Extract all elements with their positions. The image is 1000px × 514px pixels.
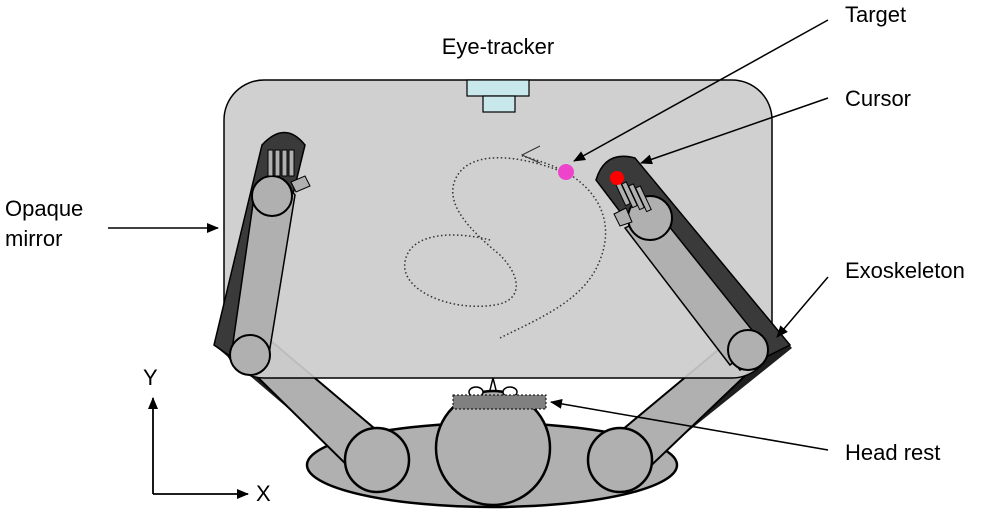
left-forearm-group: [213, 131, 311, 376]
cursor-label: Cursor: [845, 86, 911, 111]
eye-tracker-top: [466, 79, 530, 97]
right-thumb: [613, 207, 633, 227]
eye-tracker-label: Eye-tracker: [442, 34, 554, 59]
left-elbow: [229, 334, 271, 376]
eye-tracker-bottom: [482, 95, 516, 113]
trajectory-arrowhead: [520, 145, 541, 164]
cursor-dot: [610, 171, 624, 185]
left-shoulder: [343, 426, 411, 494]
coordinate-axes: Y X: [143, 365, 271, 506]
cursor-callout-arrow: [640, 97, 829, 165]
target-callout-arrow: [573, 19, 829, 162]
left-thumb: [290, 175, 311, 193]
exoskeleton-callout-arrow: [776, 276, 829, 338]
y-axis-label: Y: [143, 365, 158, 390]
x-axis-label: X: [256, 481, 271, 506]
eye-tracker: [466, 79, 530, 113]
right-elbow: [727, 329, 769, 371]
target-label: Target: [845, 2, 906, 27]
exoskeleton-label: Exoskeleton: [845, 258, 965, 283]
head-rest-label: Head rest: [845, 440, 940, 465]
left-fingers: [267, 149, 295, 177]
opaque-mirror-label-line2: mirror: [5, 226, 62, 251]
left-wrist: [251, 175, 293, 217]
trajectory-path: [404, 155, 607, 339]
target-dot: [558, 164, 574, 180]
head: [434, 389, 552, 507]
subject-head: [434, 377, 552, 507]
opaque-mirror-label-line1: Opaque: [5, 196, 83, 221]
head-rest: [452, 394, 547, 410]
right-forearm-group: [595, 155, 792, 371]
head-rest-callout-arrow: [550, 398, 829, 451]
right-shoulder: [586, 426, 654, 494]
nose: [489, 377, 497, 391]
